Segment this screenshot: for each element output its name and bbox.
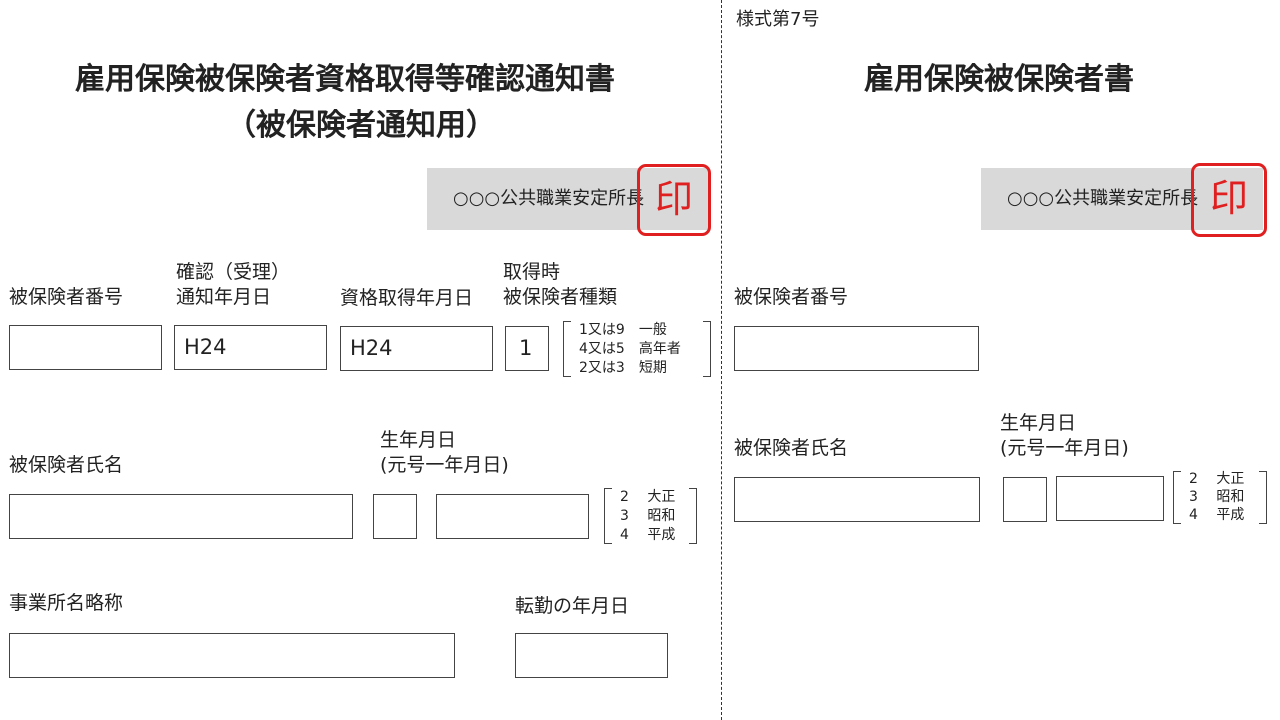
left-office-name-label: 事業所名略称 — [9, 592, 124, 614]
right-insured-number-field[interactable] — [734, 326, 979, 371]
left-era-field[interactable] — [373, 494, 417, 539]
left-type-option-1: 1又は9 一般 — [579, 322, 667, 338]
left-office-name-field[interactable] — [9, 633, 455, 678]
right-name-label: 被保険者氏名 — [734, 437, 849, 459]
right-era-options: 2 大正 3 昭和 4 平成 — [1173, 471, 1267, 524]
left-era-option-2: 3 昭和 — [620, 508, 676, 524]
left-confirm-date-field[interactable]: H24 — [174, 325, 327, 370]
left-type-label-2: 被保険者種類 — [503, 286, 618, 308]
left-type-label-1: 取得時 — [503, 261, 561, 283]
left-name-field[interactable] — [9, 494, 353, 539]
left-transfer-date-field[interactable] — [515, 633, 668, 678]
right-era-field[interactable] — [1003, 477, 1047, 522]
cut-line-divider — [721, 0, 722, 720]
right-insured-number-label: 被保険者番号 — [734, 286, 849, 308]
left-seal-stamp: 印 — [637, 164, 711, 236]
left-birth-label-1: 生年月日 — [380, 429, 457, 451]
right-birth-date-field[interactable] — [1056, 476, 1164, 521]
left-title-line1: 雇用保険被保険者資格取得等確認通知書 — [75, 62, 615, 97]
right-seal-stamp: 印 — [1191, 163, 1267, 237]
left-confirm-date-label-2: 通知年月日 — [176, 286, 272, 308]
right-name-field[interactable] — [734, 477, 980, 522]
right-era-option-3: 4 平成 — [1189, 507, 1245, 523]
left-confirm-date-label-1: 確認（受理） — [176, 261, 291, 283]
right-office-name: ○○○公共職業安定所長 — [981, 168, 1263, 230]
left-era-options: 2 大正 3 昭和 4 平成 — [604, 488, 697, 544]
left-acq-date-field[interactable]: H24 — [340, 326, 493, 371]
left-insured-number-field[interactable] — [9, 325, 162, 370]
right-birth-label-2: (元号一年月日) — [1000, 437, 1129, 459]
left-type-option-3: 2又は3 短期 — [579, 360, 667, 376]
right-form-number: 様式第7号 — [736, 9, 820, 30]
left-era-option-1: 2 大正 — [620, 489, 676, 505]
left-acq-date-label: 資格取得年月日 — [340, 287, 474, 309]
left-transfer-label: 転勤の年月日 — [515, 595, 630, 617]
left-birth-label-2: (元号一年月日) — [380, 454, 509, 476]
right-era-option-2: 3 昭和 — [1189, 489, 1245, 505]
left-birth-date-field[interactable] — [436, 494, 589, 539]
right-era-option-1: 2 大正 — [1189, 471, 1245, 487]
left-name-label: 被保険者氏名 — [9, 454, 124, 476]
left-type-field[interactable]: 1 — [505, 326, 549, 371]
right-title: 雇用保険被保険者書 — [864, 62, 1134, 97]
left-type-option-2: 4又は5 高年者 — [579, 341, 681, 357]
left-title-line2: （被保険者通知用） — [226, 108, 496, 143]
left-office-name: ○○○公共職業安定所長 — [427, 168, 709, 230]
left-type-options: 1又は9 一般 4又は5 高年者 2又は3 短期 — [563, 321, 711, 377]
left-insured-number-label: 被保険者番号 — [9, 286, 124, 308]
left-era-option-3: 4 平成 — [620, 527, 676, 543]
right-birth-label-1: 生年月日 — [1000, 412, 1077, 434]
